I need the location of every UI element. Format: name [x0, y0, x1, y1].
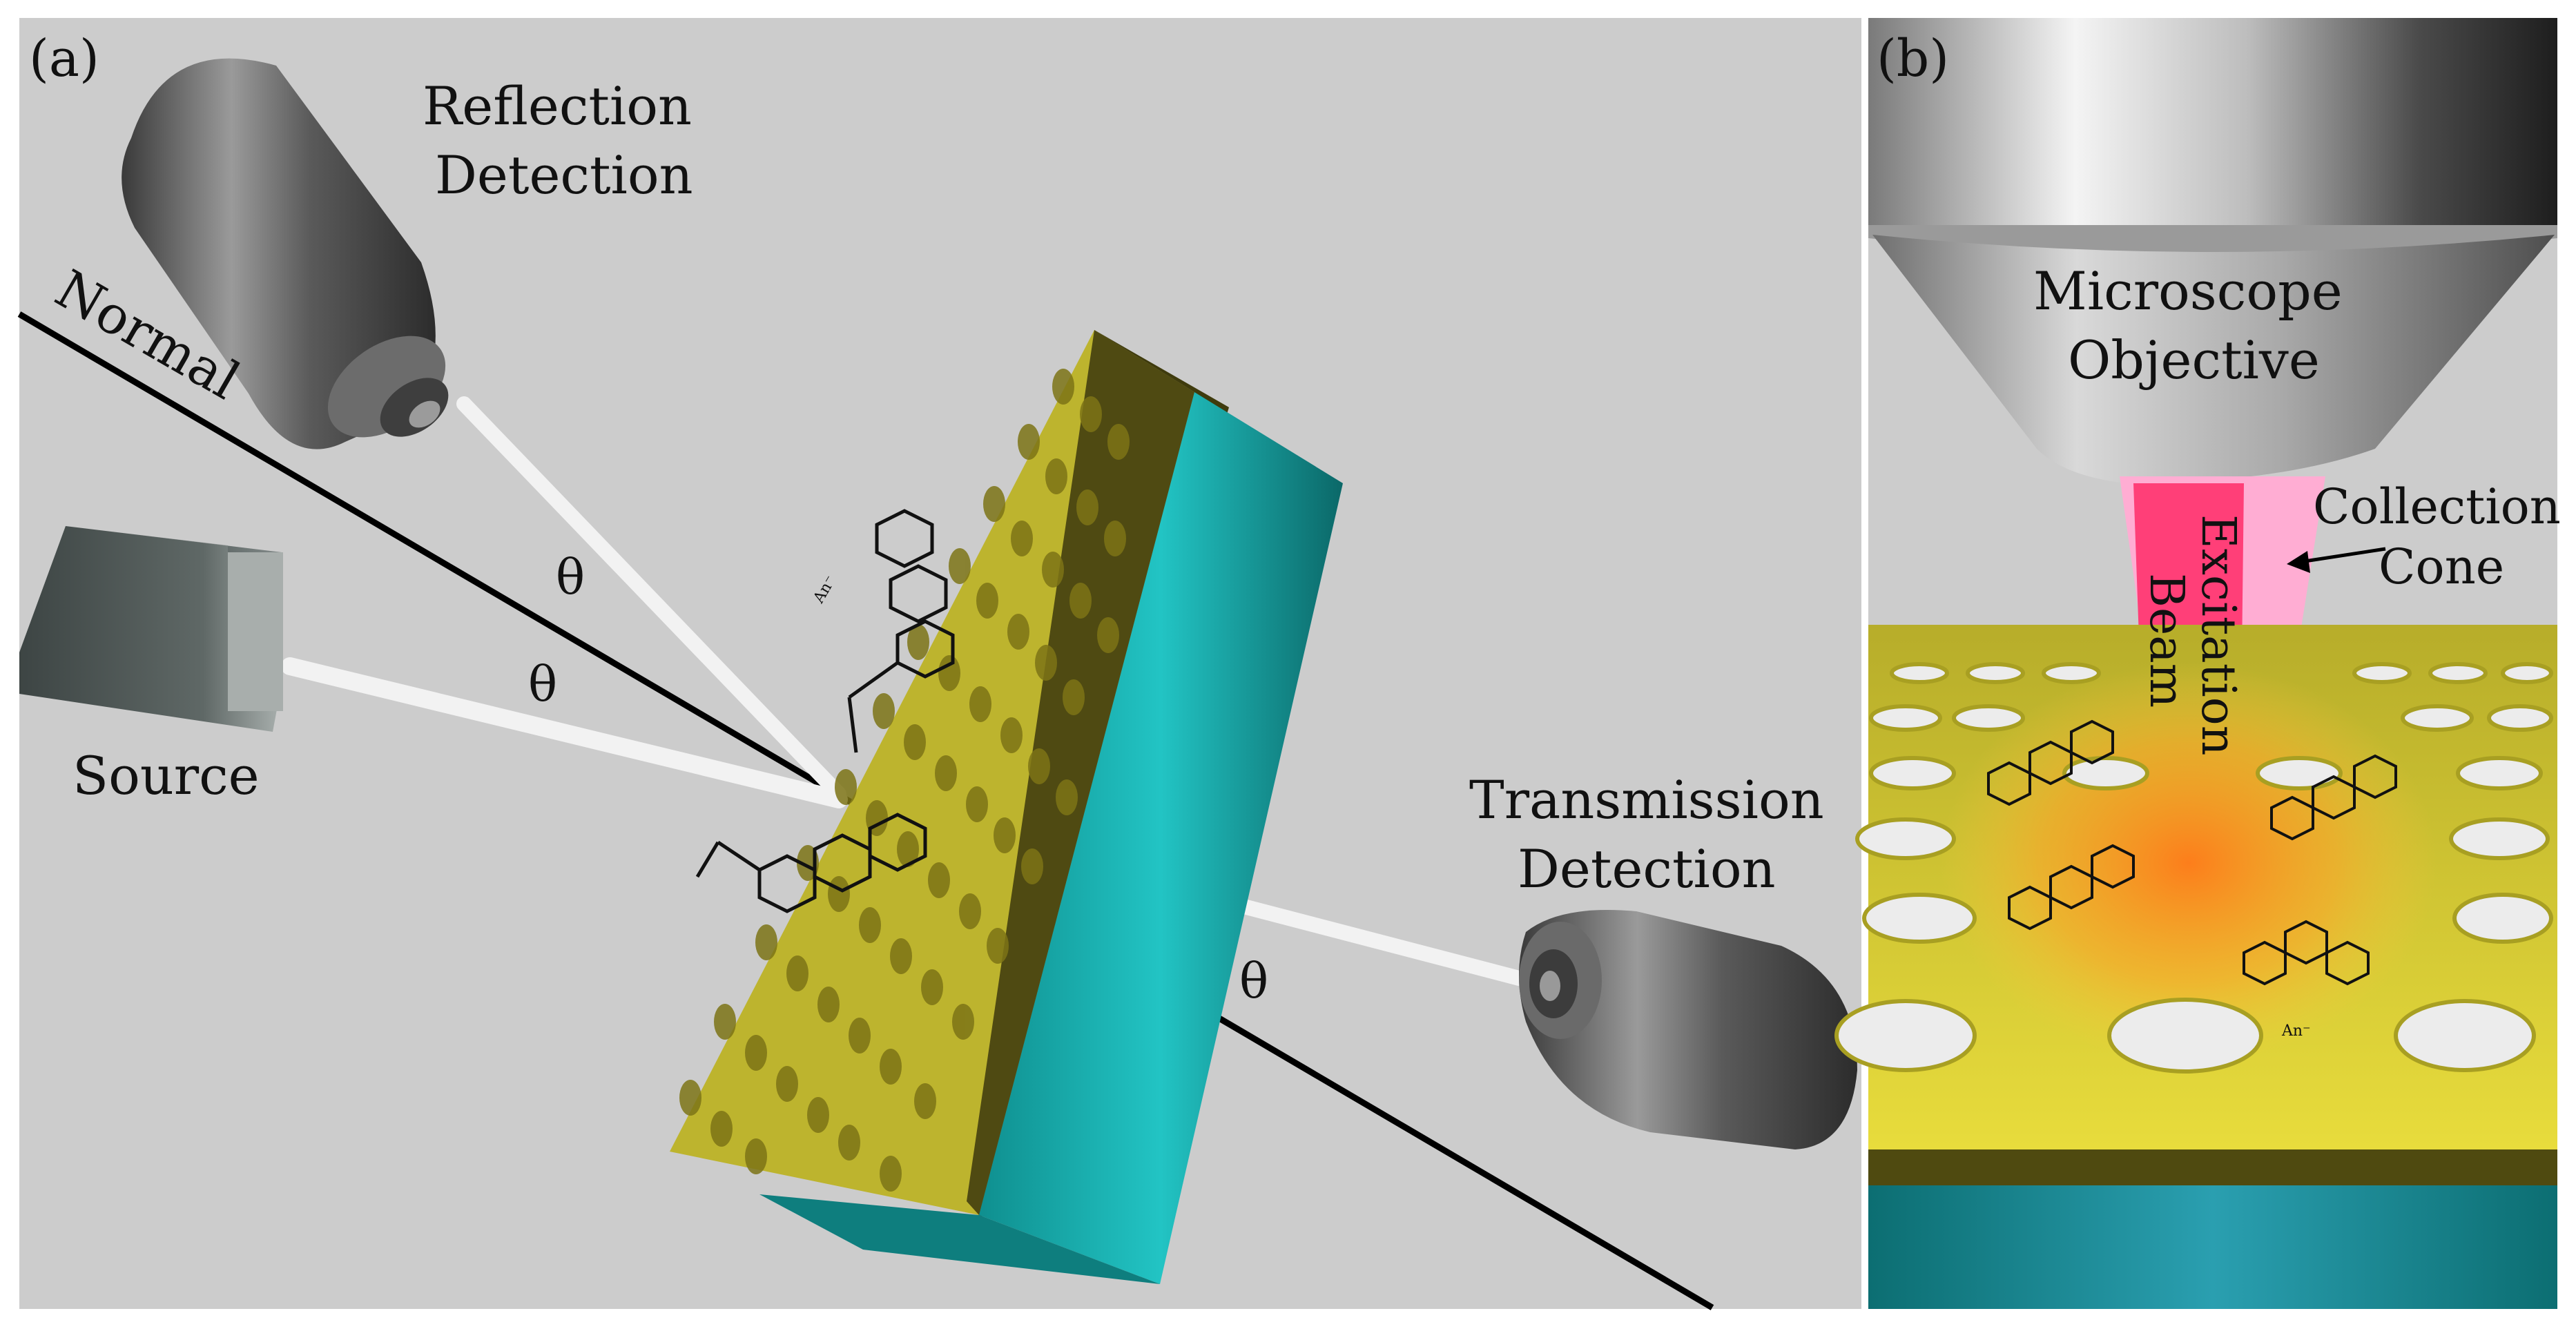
panel-a: An⁻ (a) Reflection Detection Normal Sour…: [17, 18, 1861, 1310]
source-label: Source: [72, 745, 260, 806]
substrate-bottom: [759, 1194, 1160, 1284]
panel-b: An⁻ (b) Microscope Objective Excitation …: [1834, 18, 2561, 1309]
substrate-b: [1868, 1185, 2557, 1309]
collection-cone-arrowhead: [2287, 551, 2310, 573]
panel-divider: [1861, 18, 1868, 1309]
theta-transmission: θ: [1239, 953, 1268, 1009]
sample-block: [670, 330, 1343, 1284]
transmission-objective: [1519, 910, 1857, 1149]
collection-cone-arrow: [2295, 547, 2386, 565]
transmission-detection-line2: Detection: [1518, 838, 1776, 900]
dye-molecule-lower: [695, 813, 927, 913]
transmission-detection-line1: Transmission: [1469, 769, 1824, 831]
microscope-objective-line2: Objective: [2068, 329, 2320, 391]
objective-barrel: [1868, 18, 2557, 225]
source-device: [19, 526, 283, 732]
collection-cone-line1: Collection: [2313, 478, 2561, 535]
panel-b-label: (b): [1877, 29, 1949, 88]
dye-molecules-b: [1987, 719, 2397, 986]
reflection-detection-line1: Reflection: [423, 75, 692, 137]
theta-incidence: θ: [528, 656, 557, 712]
reflection-objective: [122, 58, 449, 449]
excitation-beam-line1: Excitation: [2191, 514, 2245, 756]
nanohole-array-b: [1834, 662, 2553, 1074]
panel-a-label: (a): [29, 29, 99, 88]
reflection-detection-line2: Detection: [435, 144, 693, 206]
transmitted-beam: [1228, 897, 1561, 995]
microscope-objective-line1: Microscope: [2033, 260, 2343, 322]
incident-beam: [281, 657, 848, 808]
collection-cone-line2: Cone: [2379, 538, 2504, 595]
counterion-label-b: An⁻: [2281, 1022, 2311, 1040]
gold-film-side: [967, 330, 1194, 1215]
objective-cone: [1872, 235, 2555, 483]
theta-reflection: θ: [556, 549, 585, 605]
reflected-beam: [456, 396, 846, 802]
nanohole-array: [679, 369, 1130, 1192]
substrate-side: [979, 392, 1343, 1284]
excitation-beam-line2: Beam: [2139, 573, 2194, 708]
dye-molecule-upper: [847, 509, 955, 753]
